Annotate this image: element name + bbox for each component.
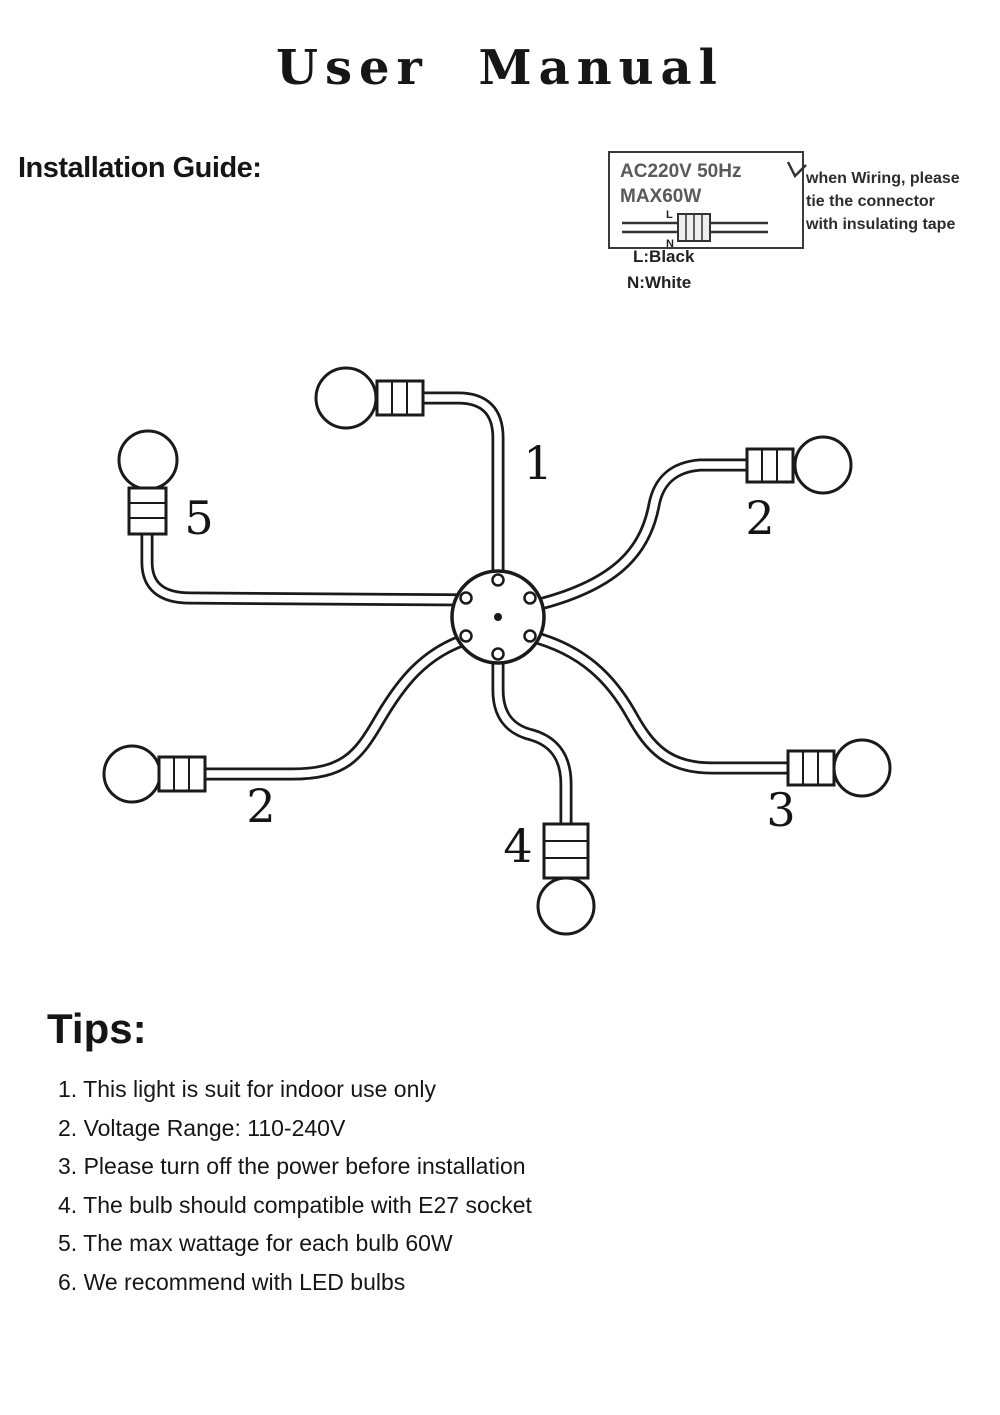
lamp-sockets	[127, 379, 836, 880]
bulb-4	[536, 876, 596, 936]
socket-1	[375, 379, 425, 417]
spec-voltage-text: AC220V 50Hz	[620, 161, 742, 182]
wiring-note: when Wiring, please tie the connector wi…	[806, 167, 1000, 236]
spec-box: AC220V 50Hz MAX60W L N	[608, 151, 804, 249]
terminal-n-label: N	[666, 238, 674, 249]
socket-3	[786, 749, 836, 787]
arm-label-1: 1	[523, 436, 553, 490]
socket-2-right	[745, 447, 795, 484]
tip-item: 6. We recommend with LED bulbs	[58, 1268, 406, 1295]
lamp-bulbs	[102, 366, 892, 936]
arm-label-2-left: 2	[246, 779, 276, 833]
tip-item: 1. This light is suit for indoor use onl…	[58, 1076, 436, 1102]
tips-list: 1. This light is suit for indoor use onl…	[58, 1070, 532, 1302]
arm-label-3: 3	[766, 783, 796, 837]
bulb-2-right	[793, 435, 853, 495]
tip-item: 2. Voltage Range: 110-240V	[58, 1114, 346, 1141]
lamp-diagram	[102, 366, 892, 936]
wire-white-label: N:White	[627, 273, 692, 292]
terminal-l-label: L	[666, 209, 673, 221]
lamp-canopy	[450, 569, 546, 665]
bulb-2-left	[102, 744, 162, 804]
wiring-note-line: when Wiring, please	[806, 170, 960, 187]
installation-guide-heading: Installation Guide:	[18, 152, 262, 184]
socket-4	[542, 822, 590, 880]
page-title: User Manual	[276, 40, 724, 96]
spec-wattage-text: MAX60W	[620, 186, 702, 207]
bulb-5	[117, 429, 179, 491]
tip-item: 4. The bulb should compatible with E27 s…	[58, 1191, 532, 1218]
arm-label-5: 5	[184, 491, 214, 545]
arm-label-2-right: 2	[745, 491, 775, 545]
lamp-arms	[140, 391, 791, 826]
wire-black-label: L:Black	[633, 247, 695, 266]
arm-label-4: 4	[503, 819, 533, 873]
bulb-1	[314, 366, 378, 430]
socket-2-left	[157, 755, 207, 793]
canopy-screw-holes	[459, 573, 537, 661]
tip-item: 5. The max wattage for each bulb 60W	[58, 1230, 453, 1257]
wiring-note-line: with insulating tape	[806, 216, 956, 233]
pointer-tick-icon	[786, 161, 807, 179]
wiring-connector-icon: L N	[622, 209, 768, 249]
socket-5	[127, 486, 168, 536]
canopy-center-dot	[494, 613, 502, 621]
wiring-note-line: tie the connector	[806, 193, 935, 210]
tip-item: 3. Please turn off the power before inst…	[58, 1153, 526, 1180]
bulb-3	[832, 738, 892, 798]
tips-heading: Tips:	[47, 1005, 147, 1052]
